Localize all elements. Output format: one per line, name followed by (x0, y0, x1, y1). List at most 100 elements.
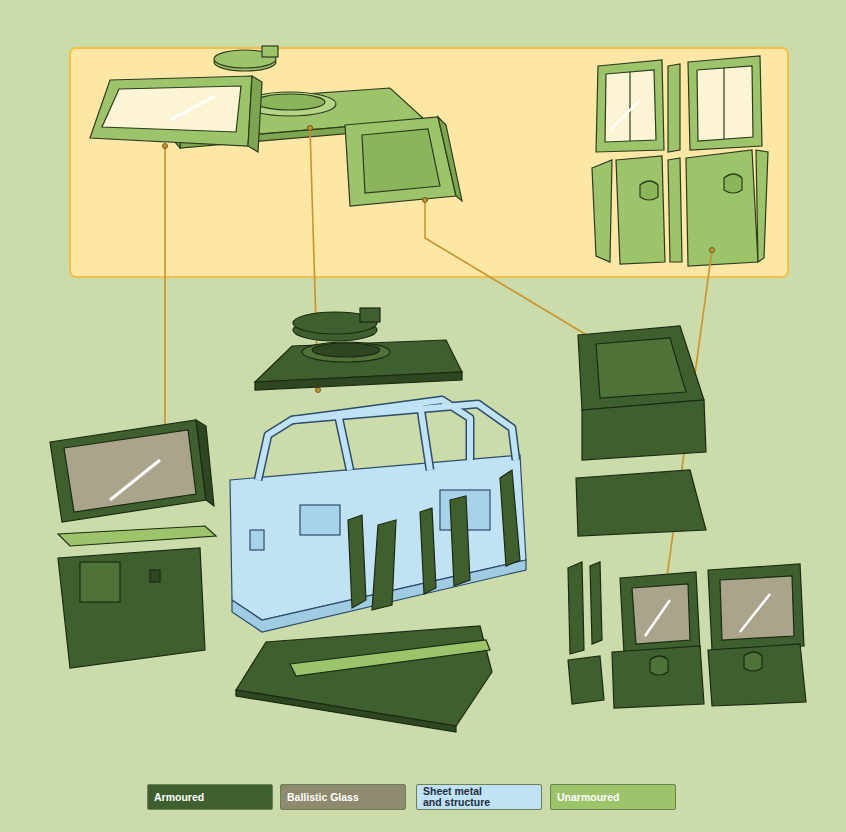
roll-cage-shape-shape (420, 404, 430, 470)
legend: Armoured Ballistic Glass Sheet metal and s… (147, 784, 707, 812)
unarmoured-rear-panel-shape (345, 117, 456, 206)
unarmoured-rear-panel (345, 117, 462, 206)
unarmoured-windshield-shape (102, 86, 241, 132)
dash-parts-shape (150, 570, 160, 582)
armoured-doors-shape (612, 646, 704, 708)
armoured-pillars-shape (420, 508, 436, 594)
unarmoured-doors-shape (616, 156, 665, 264)
unarmoured-doors-shape (756, 150, 768, 262)
armoured-windshield-shape (110, 460, 160, 500)
armoured-rear-shape (596, 338, 686, 398)
roll-cage-shape (258, 400, 516, 480)
unarmoured-doors-shape (697, 66, 753, 141)
cab-structure (230, 455, 526, 632)
armoured-windshield-shape (50, 420, 206, 522)
armoured-windshield (50, 420, 214, 522)
unarmoured-hatch-shape (262, 46, 278, 57)
unarmoured-windshield-shape (248, 76, 262, 152)
armoured-doors-shape (708, 644, 806, 706)
legend-label: Ballistic Glass (287, 792, 359, 803)
leader-dots-shape (308, 126, 313, 131)
unarmoured-kit-panel-shape (70, 48, 788, 277)
armoured-windshield-shape (64, 430, 196, 512)
armoured-roof-shape (302, 342, 390, 362)
unarmoured-windshield-shape (170, 96, 215, 120)
unarmoured-doors-shape (629, 72, 630, 141)
cab-structure-shape (230, 455, 526, 620)
dash-parts-shape (58, 526, 216, 546)
roll-cage-shape-shape (338, 400, 470, 460)
armoured-doors-shape (740, 594, 770, 632)
roll-cage-shape-shape (292, 404, 516, 460)
leader-dots-shape (710, 248, 715, 253)
legend-label: Sheet metal and structure (423, 786, 501, 808)
armoured-doors-shape (590, 562, 602, 644)
armoured-pillars-shape (500, 470, 520, 566)
unarmoured-doors-shape (668, 158, 682, 262)
armoured-doors-shape (620, 572, 700, 654)
unarmoured-doors-shape (610, 100, 640, 130)
armoured-doors-shape (720, 576, 794, 640)
unarmoured-doors-shape (640, 181, 658, 200)
armoured-pillars-shape (348, 515, 366, 608)
armoured-rear-shape (582, 400, 706, 460)
leader-lines-shape (425, 200, 615, 352)
leader-lines (165, 128, 712, 628)
armoured-doors (568, 562, 806, 708)
leader-dots-shape (423, 198, 428, 203)
armoured-doors-shape (708, 564, 804, 650)
unarmoured-rear-panel-shape (362, 129, 440, 193)
unarmoured-doors-shape (686, 150, 758, 266)
unarmoured-roof-shape (255, 94, 325, 110)
cab-structure-shape (300, 505, 340, 535)
roll-cage-shape-shape (258, 414, 350, 480)
unarmoured-doors-shape (724, 174, 742, 193)
armoured-rear-shape (578, 326, 704, 410)
armoured-floor-shape (290, 640, 490, 676)
armoured-pillars-shape (372, 520, 396, 610)
unarmoured-doors-shape (668, 64, 680, 152)
unarmoured-doors-shape (723, 68, 724, 139)
armoured-doors-shape (568, 562, 584, 654)
armoured-doors-shape (744, 652, 762, 671)
dash-parts (58, 526, 216, 668)
leader-dots (163, 126, 715, 631)
dash-parts-shape (80, 562, 120, 602)
unarmoured-doors-shape (596, 60, 664, 152)
unarmoured-windshield (90, 76, 262, 152)
armoured-pillars-shape (450, 496, 470, 586)
roll-cage-shape-shape (258, 414, 350, 480)
armoured-hatch (293, 308, 380, 341)
unarmoured-doors-shape (605, 70, 656, 142)
armoured-floor (236, 626, 492, 732)
armoured-rear (576, 326, 706, 536)
legend-label: Unarmoured (557, 792, 619, 803)
armoured-hatch-shape (360, 308, 380, 322)
armoured-doors-shape (645, 600, 670, 636)
unarmoured-doors-shape (688, 56, 762, 150)
armoured-pillars (348, 470, 520, 610)
dash-parts-shape (58, 548, 205, 668)
leader-dots-shape (316, 388, 321, 393)
roll-cage-shape-shape (420, 404, 430, 470)
armoured-floor-shape (236, 690, 456, 732)
legend-swatch: Unarmoured (550, 784, 676, 810)
armoured-windshield-shape (196, 420, 214, 506)
unarmoured-windshield-shape (90, 76, 252, 146)
armoured-doors-shape (568, 656, 604, 704)
roll-cage (258, 400, 516, 480)
armoured-roof (255, 340, 462, 390)
roll-cage-shape-shape (292, 404, 516, 460)
unarmoured-doors-shape (592, 160, 612, 262)
armoured-rear-shape (576, 470, 706, 536)
unarmoured-kit-panel (70, 48, 788, 277)
unarmoured-rear-panel-shape (438, 117, 462, 201)
legend-label: Armoured (154, 792, 204, 803)
armoured-doors-shape (650, 656, 668, 675)
legend-swatch: Armoured (147, 784, 273, 810)
unarmoured-hatch (214, 46, 278, 71)
leader-dots-shape (163, 144, 168, 149)
roll-cage-shape (258, 400, 516, 480)
